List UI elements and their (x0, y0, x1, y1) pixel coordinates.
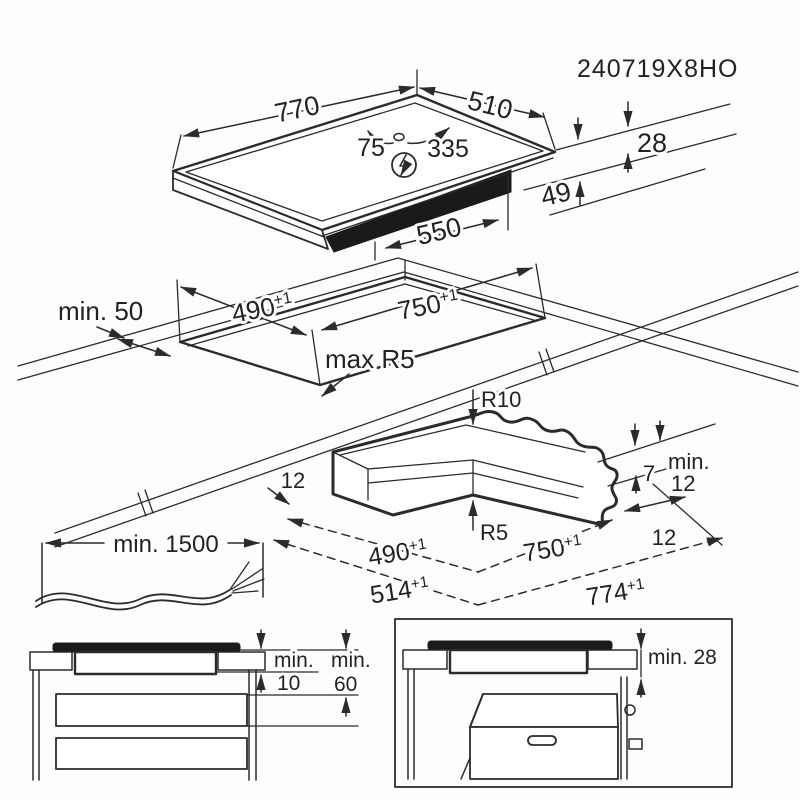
dim-490-inner-label: 490+1 (366, 535, 429, 572)
r5-label: R5 (480, 520, 508, 545)
min-word-label: min. (668, 449, 710, 474)
dim-min-60: min. 60 (328, 629, 374, 717)
corner-profile-view: R10 R5 12 7 min. 12 12 (267, 384, 723, 615)
dim-750-inner-tol: +1 (563, 532, 583, 552)
hob-glass-section-2 (427, 640, 613, 651)
hob-glass-underside (321, 157, 554, 237)
hob-body-section (73, 650, 218, 676)
connection-point (393, 132, 405, 142)
dim-49: 49 (535, 168, 706, 216)
dim-min-10: min. 10 (256, 629, 317, 698)
min28-label: min. 28 (648, 646, 717, 669)
dim-28-label: 28 (637, 128, 667, 158)
hob-glass-edge-seam (172, 177, 325, 238)
dim-12-left: 12 (267, 465, 308, 505)
dim-max-r5: max R5 (321, 341, 418, 397)
model-number: 240719X8HO (577, 55, 739, 83)
dim-7-label: 7 (643, 461, 655, 486)
dim-514-label: 514+1 (368, 573, 431, 610)
cabinet-sides-2 (407, 668, 628, 780)
dim-49-label: 49 (538, 176, 574, 212)
dim-750-value: 750 (395, 288, 443, 326)
dim-28: 28 (523, 101, 737, 191)
dim-770-label: 770 (272, 90, 322, 129)
hob-top-view: 770 510 75 335 28 (171, 69, 737, 261)
dim-12-right: 12 (624, 483, 723, 553)
break-marks (137, 348, 555, 517)
cabinet-sides (32, 669, 257, 781)
worktop-right (217, 651, 266, 671)
drawer-clearance-view: min. 10 min. 60 (29, 629, 374, 781)
dim-min-28: min. 28 (636, 628, 720, 698)
dim-774-label: 774+1 (584, 575, 647, 612)
dim-490-label: 490+1 (229, 288, 295, 329)
min-12-label: 12 (671, 471, 695, 496)
dim-750-inner-label: 750+1 (521, 531, 584, 568)
r10-label: R10 (481, 387, 521, 412)
dim-750-label: 750+1 (395, 285, 461, 326)
oven-knob (628, 738, 643, 750)
dim-75-label: 75 (357, 134, 385, 162)
power-cable (35, 561, 265, 611)
drawer-1 (55, 693, 248, 727)
dim-490-750-dashed: 490+1 750+1 (287, 518, 613, 575)
worktop-back-edge (17, 257, 799, 373)
max-r5-label: max R5 (325, 344, 415, 374)
dim-490-inner-tol: +1 (408, 536, 428, 556)
dim-750-inner-value: 750 (521, 533, 567, 567)
dim-490-tol: +1 (272, 289, 294, 310)
dim-12-right-label: 12 (652, 525, 676, 550)
dim-min50-label: min. 50 (58, 296, 143, 326)
worktop-left-2 (402, 649, 448, 670)
cable-length-label: min. 1500 (113, 531, 218, 558)
min60-word: min. (331, 649, 371, 672)
dim-514-value: 514 (368, 575, 414, 609)
dim-490-inner-value: 490 (366, 537, 412, 571)
dim-connection: 75 335 (354, 127, 472, 166)
dim-750-tol: +1 (438, 286, 460, 307)
oven (460, 693, 643, 780)
dim-7-min12: 7 min. 12 (597, 420, 716, 499)
dim-510-label: 510 (465, 85, 516, 125)
dim-774-value: 774 (584, 577, 630, 611)
dim-510: 510 (419, 82, 556, 150)
worktop-front-edge (54, 271, 799, 534)
dim-514-tol: +1 (410, 574, 430, 594)
min60-value: 60 (334, 673, 357, 696)
oven-handle (527, 735, 557, 746)
cable-length-view: min. 1500 (35, 528, 265, 611)
hob-glass-section (52, 642, 241, 653)
oven-hinge (624, 704, 636, 716)
hob-body-section-2 (448, 648, 589, 675)
dim-335-label: 335 (427, 135, 469, 163)
min10-word: min. (274, 649, 314, 672)
drawer-2 (55, 737, 248, 770)
dim-12-left-label: 12 (281, 468, 305, 493)
power-connection-icon (391, 152, 417, 178)
dim-r10: R10 (468, 384, 524, 425)
dim-r5: R5 (468, 500, 511, 548)
dim-min-50: min. 50 (55, 293, 171, 357)
dim-774-tol: +1 (626, 576, 646, 596)
view-frame (394, 618, 733, 788)
worktop-left (29, 651, 73, 671)
worktop-right-2 (587, 649, 638, 670)
worktop-front-edge-2 (54, 285, 799, 548)
min10-value: 10 (277, 672, 300, 695)
oven-clearance-view: min. 28 (394, 618, 733, 788)
hob-left-face (172, 170, 329, 250)
